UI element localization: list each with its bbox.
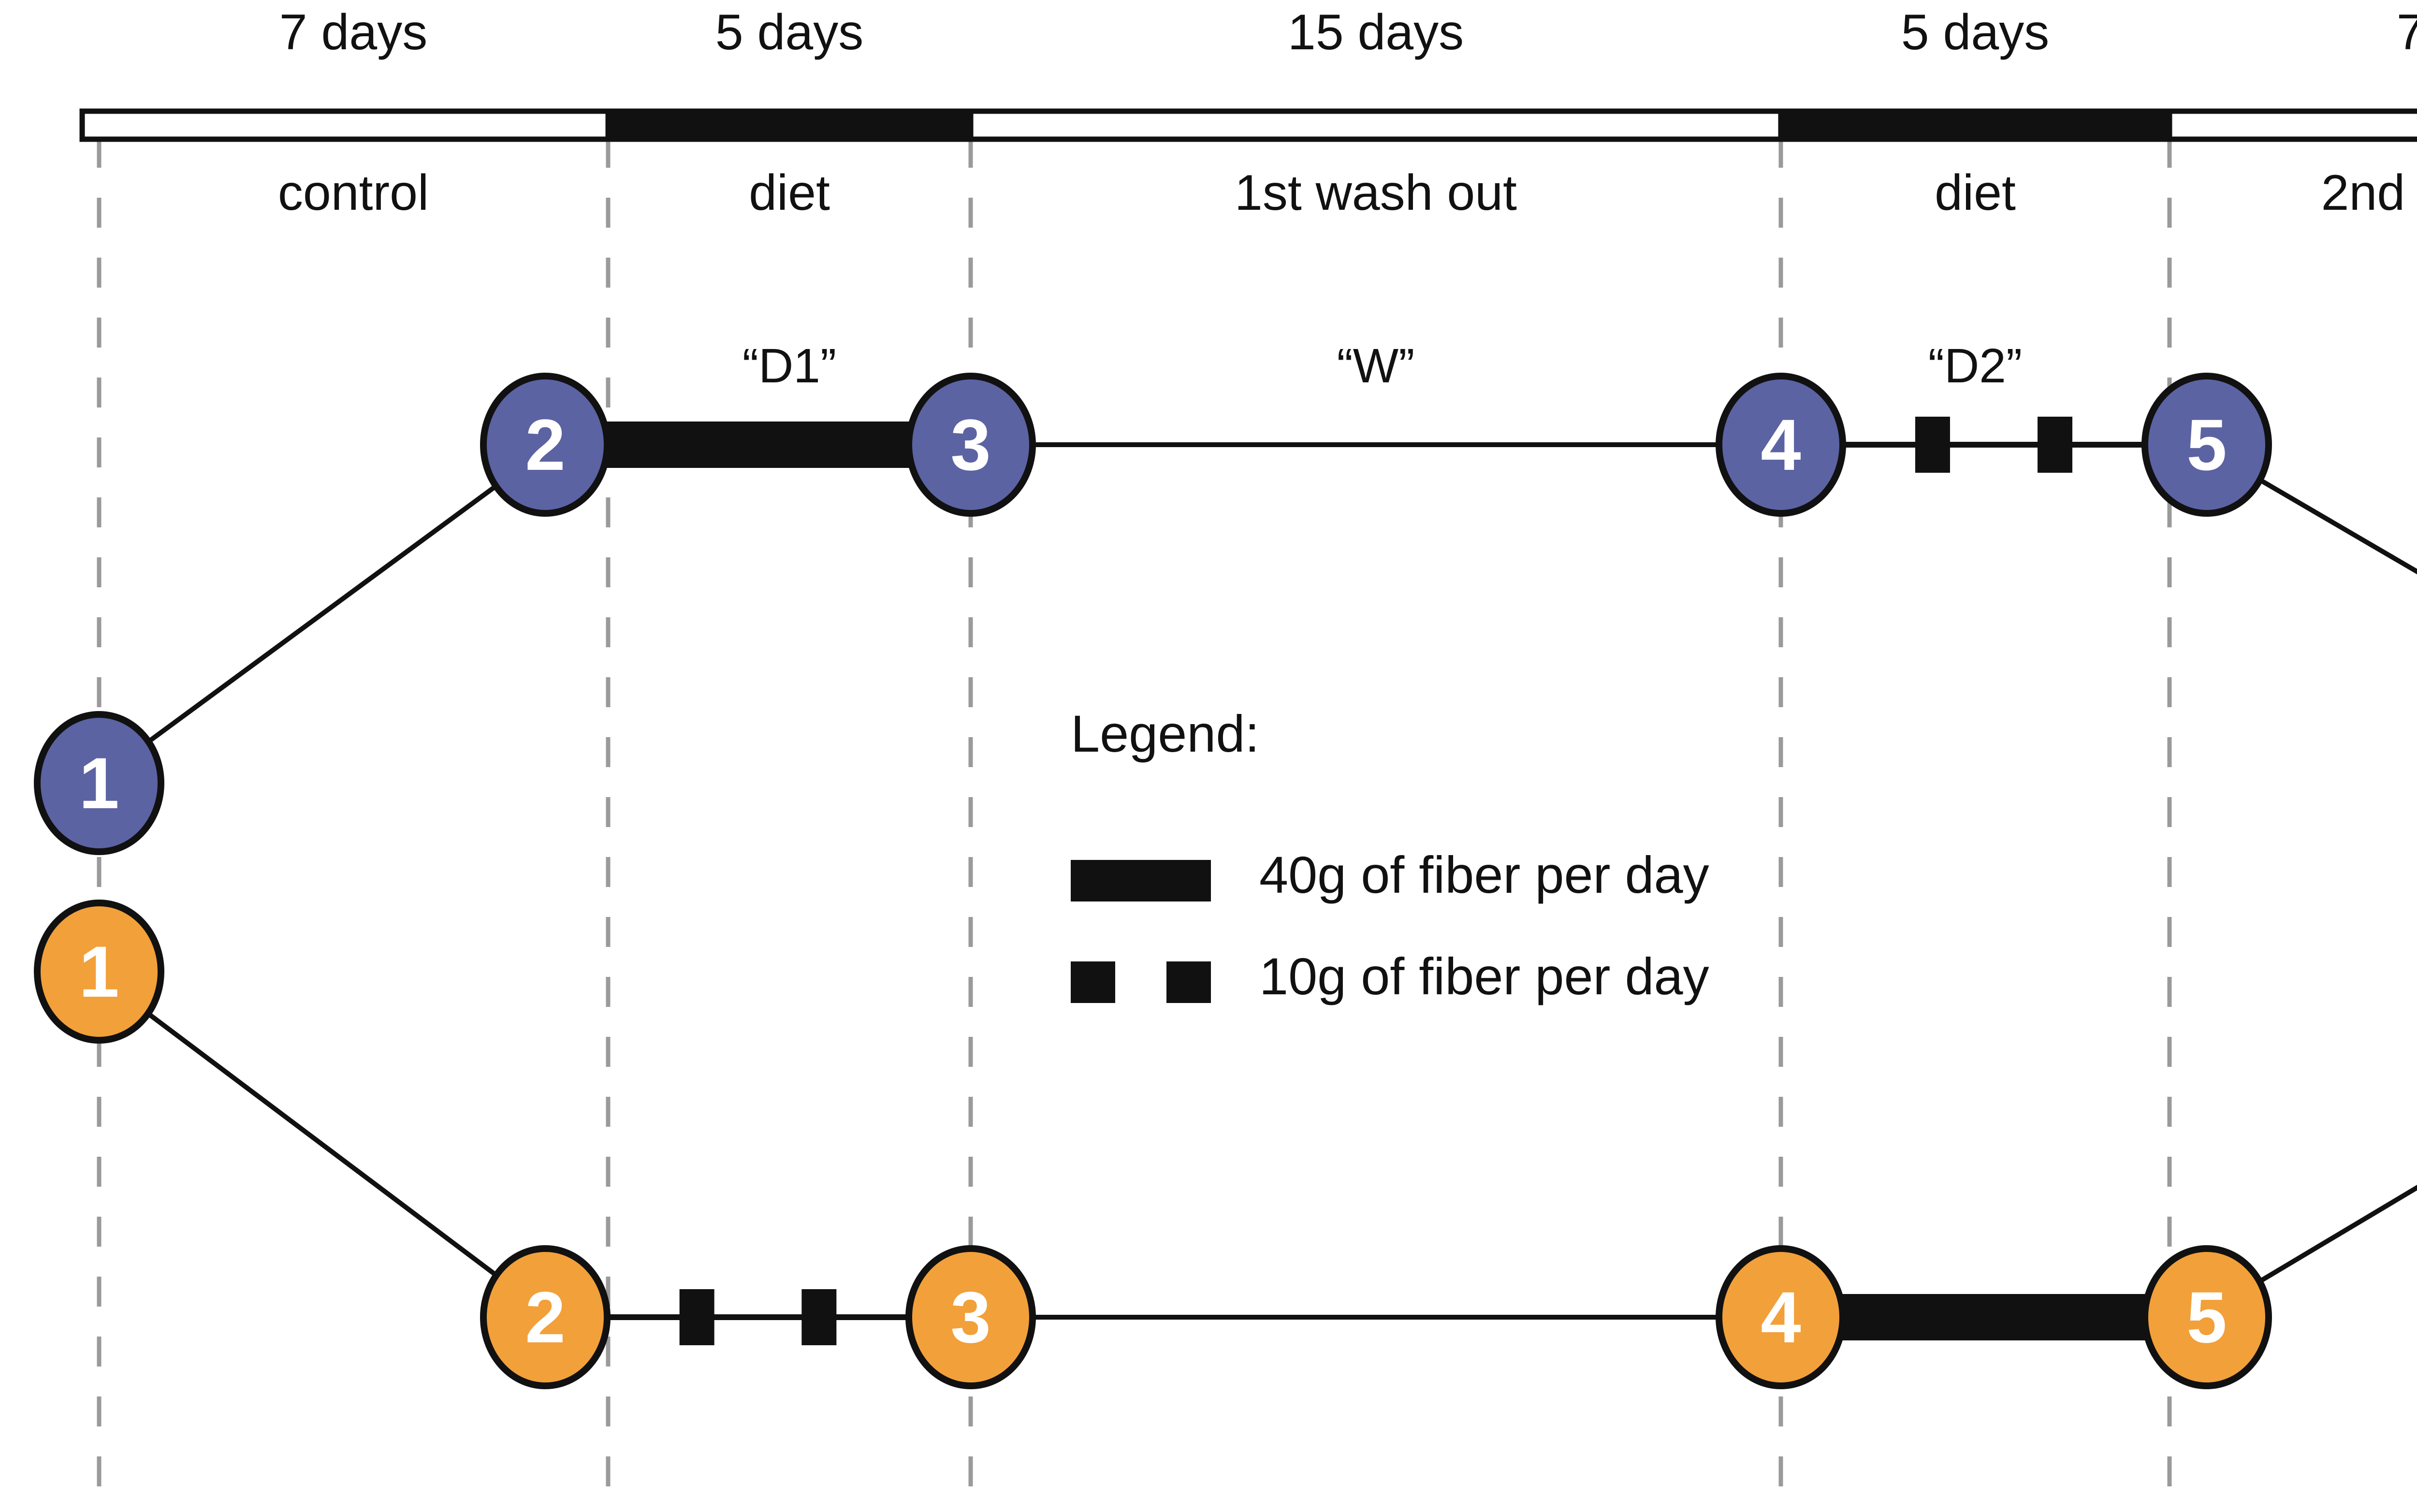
thin-connector xyxy=(145,483,499,745)
node-label: 4 xyxy=(1761,404,1801,485)
phase-label-4: diet xyxy=(1935,165,2016,221)
node-label: 2 xyxy=(525,1277,565,1358)
node-circle xyxy=(34,711,164,855)
fiber-10g-block-1 xyxy=(679,1289,714,1345)
node-label: 5 xyxy=(2186,1277,2227,1358)
duration-label-4: 5 days xyxy=(1901,4,2050,60)
timeline-segment-5 xyxy=(2167,108,2417,142)
phase-label-1: control xyxy=(277,165,429,221)
phase-label-3: 1st wash out xyxy=(1235,165,1517,221)
duration-label-5: 7 days xyxy=(2396,4,2417,60)
duration-label-1: 7 days xyxy=(279,4,428,60)
blue-arm-link-1 xyxy=(145,483,499,745)
timeline-segment-2 xyxy=(605,108,974,142)
legend-swatch-solid-bar xyxy=(1071,860,1211,901)
node-label: 1 xyxy=(79,931,119,1012)
blue-arm-link-4 xyxy=(1841,417,2147,473)
blue-arm-node-5[interactable]: 5 xyxy=(2141,373,2272,517)
thin-connector xyxy=(2257,477,2417,575)
intervention-tag-1: “D1” xyxy=(742,339,837,393)
orange-arm-node-4[interactable]: 4 xyxy=(1716,1245,1846,1389)
intervention-tag-3: “D2” xyxy=(1928,339,2023,393)
timeline-bar-layer xyxy=(79,108,2417,142)
node-label: 3 xyxy=(950,1277,990,1358)
fiber-10g-block-2 xyxy=(801,1289,837,1345)
fiber-10g-block-1 xyxy=(1915,417,1950,473)
legend-title: Legend: xyxy=(1071,704,1260,763)
node-circle xyxy=(905,1245,1036,1389)
blue-arm-link-5 xyxy=(2257,477,2417,575)
blue-arm-node-1[interactable]: 1 xyxy=(34,711,164,855)
arm-links-layer xyxy=(145,417,2417,1345)
thin-connector xyxy=(2257,1185,2417,1285)
node-circle xyxy=(2141,1245,2272,1389)
orange-arm-node-5[interactable]: 5 xyxy=(2141,1245,2272,1389)
orange-arm-link-1 xyxy=(145,1010,499,1279)
node-label: 2 xyxy=(525,404,565,485)
orange-arm-node-2[interactable]: 2 xyxy=(480,1245,611,1389)
node-circle xyxy=(480,373,611,517)
thin-connector xyxy=(145,1010,499,1279)
phase-label-5: 2nd wash out xyxy=(2321,165,2417,221)
legend-swatch-dash-2 xyxy=(1166,961,1211,1003)
blue-arm-node-2[interactable]: 2 xyxy=(480,373,611,517)
duration-label-3: 15 days xyxy=(1287,4,1464,60)
orange-arm-node-3[interactable]: 3 xyxy=(905,1245,1036,1389)
legend-label-10g: 10g of fiber per day xyxy=(1259,947,1709,1005)
intervention-tag-2: “W” xyxy=(1337,339,1415,393)
timeline-segment-4 xyxy=(1778,108,2172,142)
node-label: 5 xyxy=(2186,404,2227,485)
node-circle xyxy=(2141,373,2272,517)
node-label: 1 xyxy=(79,742,119,824)
timeline-segment-1 xyxy=(79,108,611,142)
phase-label-2: diet xyxy=(749,165,830,221)
orange-arm-link-2 xyxy=(605,1289,911,1345)
node-circle xyxy=(480,1245,611,1389)
node-circle xyxy=(905,373,1036,517)
legend-swatch-layer xyxy=(1071,860,1211,1003)
node-label: 4 xyxy=(1761,1277,1801,1358)
node-circle xyxy=(1716,373,1846,517)
node-circle xyxy=(1716,1245,1846,1389)
blue-arm-node-4[interactable]: 4 xyxy=(1716,373,1846,517)
node-circle xyxy=(34,900,164,1044)
orange-arm-node-1[interactable]: 1 xyxy=(34,900,164,1044)
duration-label-2: 5 days xyxy=(715,4,864,60)
arm-nodes-layer: 123456123456 xyxy=(34,373,2272,1389)
fiber-10g-block-2 xyxy=(2038,417,2073,473)
orange-arm-link-5 xyxy=(2257,1185,2417,1285)
legend-swatch-dash-1 xyxy=(1071,961,1115,1003)
timeline-segment-3 xyxy=(968,108,1784,142)
legend-label-40g: 40g of fiber per day xyxy=(1259,845,1709,904)
blue-arm-node-3[interactable]: 3 xyxy=(905,373,1036,517)
node-label: 3 xyxy=(950,404,990,485)
